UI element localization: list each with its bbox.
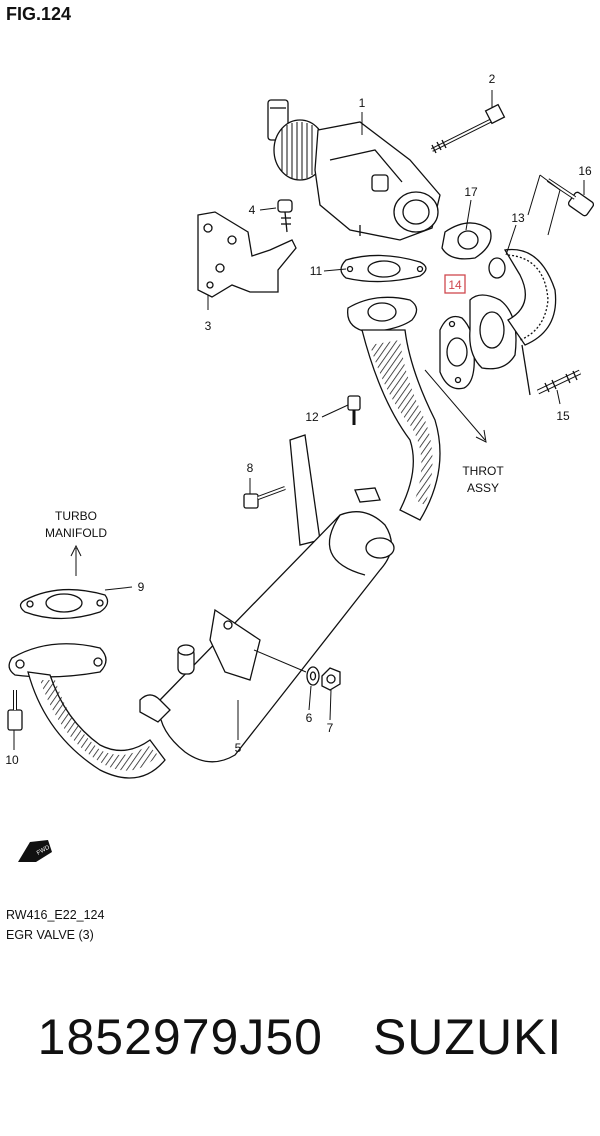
fwd-badge-icon [18,840,52,862]
callout-16: 16 [578,164,592,178]
brand-name: SUZUKI [372,1009,563,1065]
callout-7: 7 [327,721,334,735]
lower-pipe-part [8,643,166,779]
bolt-12-part [347,395,361,425]
bolt-8-part [243,486,286,509]
washer-6-part [306,666,320,686]
gasket-9-part [19,588,109,620]
callout-9: 9 [138,580,145,594]
figure-title: FIG.124 [6,4,72,24]
turbo-note-line2: MANIFOLD [45,526,107,540]
callout-10: 10 [5,753,19,767]
callout-3: 3 [205,319,212,333]
callout-13: 13 [511,211,525,225]
throttle-note-line1: THROT [462,464,504,478]
callout-5: 5 [235,741,242,755]
figure-section: EGR VALVE (3) [6,928,94,942]
parts-diagram: 1 2 3 4 5 6 7 8 9 10 11 12 13 14 15 16 1… [5,72,595,862]
bolt-10-part [7,690,23,731]
stud-15-part [536,369,582,395]
part-number: 1852979J50 [37,1009,323,1065]
callout-labels: 1 2 3 4 5 6 7 8 9 10 11 12 13 14 15 16 1… [5,72,592,767]
callout-1: 1 [359,96,366,110]
callout-8: 8 [247,461,254,475]
callout-15: 15 [556,409,570,423]
bolt-2-part [431,103,506,154]
throttle-note-line2: ASSY [467,481,499,495]
bracket-3-part [197,211,297,298]
highlight-box [444,274,466,294]
figure-code: RW416_E22_124 [6,908,105,922]
part-number-banner: 1852979J50 SUZUKI [0,1008,600,1066]
egr-cooler-part [139,434,395,763]
callout-2: 2 [489,72,496,86]
pipe-13-part [469,248,557,396]
callout-4: 4 [249,203,256,217]
gasket-14-part [439,315,475,390]
egr-valve-part [267,99,441,241]
callout-17: 17 [464,185,478,199]
gasket-17-part [441,222,492,260]
callout-14: 14 [448,278,462,292]
callout-6: 6 [306,711,313,725]
callout-11: 11 [310,264,323,278]
stud-4-part [277,199,293,233]
upper-pipe-part [347,296,441,521]
gasket-11-part [340,254,427,283]
bolt-16-part [546,178,595,217]
callout-12: 12 [305,410,319,424]
turbo-note-line1: TURBO [55,509,97,523]
nut-7-part [321,667,341,691]
